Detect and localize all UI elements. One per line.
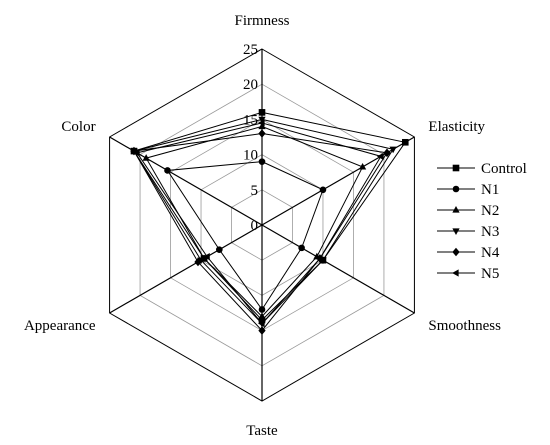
legend-label-n4: N4 bbox=[481, 245, 500, 261]
axis-label-smoothness: Smoothness bbox=[428, 318, 501, 334]
point-control-elasticity bbox=[401, 138, 409, 146]
point-n2-color bbox=[142, 154, 150, 161]
point-n5-appearance bbox=[203, 253, 210, 261]
legend-item-n5: N5 bbox=[437, 266, 499, 282]
legend-marker-n5 bbox=[452, 269, 459, 277]
radar-grid bbox=[109, 48, 415, 402]
legend-marker-n1 bbox=[452, 185, 460, 193]
point-n2-elasticity bbox=[358, 162, 367, 170]
legend-item-n1: N1 bbox=[437, 182, 499, 198]
legend-marker-n3 bbox=[452, 228, 460, 235]
axis-label-elasticity: Elasticity bbox=[428, 119, 485, 135]
legend-item-n2: N2 bbox=[437, 203, 499, 219]
point-n1-appearance bbox=[216, 246, 223, 253]
point-control-taste bbox=[258, 316, 266, 324]
point-n1-firmness bbox=[258, 158, 266, 165]
point-n3-firmness bbox=[258, 116, 266, 124]
axis-label-color: Color bbox=[61, 119, 95, 135]
tick-label-25: 25 bbox=[243, 42, 258, 58]
point-n1-smoothness bbox=[298, 244, 305, 252]
legend-label-n1: N1 bbox=[481, 182, 499, 198]
axis-label-appearance: Appearance bbox=[24, 318, 96, 334]
point-n5-taste bbox=[258, 319, 265, 328]
tick-label-5: 5 bbox=[251, 183, 259, 199]
point-n1-color bbox=[164, 167, 171, 174]
point-n5-firmness bbox=[258, 119, 265, 127]
legend-label-control: Control bbox=[481, 161, 527, 177]
point-n3-elasticity bbox=[389, 146, 397, 154]
legend-label-n3: N3 bbox=[481, 224, 499, 240]
point-n4-elasticity bbox=[383, 148, 391, 158]
point-n1-elasticity bbox=[319, 186, 327, 194]
tick-label-0: 0 bbox=[251, 218, 259, 234]
legend-item-n4: N4 bbox=[437, 245, 500, 261]
axis-spoke-appearance bbox=[109, 224, 263, 314]
axis-spoke-smoothness bbox=[261, 224, 415, 314]
point-control-firmness bbox=[258, 109, 266, 116]
legend-label-n5: N5 bbox=[481, 266, 499, 282]
point-n2-firmness bbox=[258, 122, 266, 130]
axis-label-firmness: Firmness bbox=[234, 13, 289, 29]
axis-label-taste: Taste bbox=[246, 423, 278, 439]
legend-item-n3: N3 bbox=[437, 224, 499, 240]
point-n5-color bbox=[133, 149, 140, 157]
tick-label-20: 20 bbox=[243, 77, 258, 93]
point-n5-smoothness bbox=[315, 254, 323, 263]
legend-label-n2: N2 bbox=[481, 203, 499, 219]
series-n1 bbox=[164, 158, 327, 313]
point-n2-taste bbox=[258, 312, 266, 320]
legend-marker-n2 bbox=[452, 206, 460, 213]
point-n4-appearance bbox=[194, 257, 202, 267]
point-n1-taste bbox=[258, 306, 266, 313]
legend-item-control: Control bbox=[437, 161, 527, 177]
point-n5-elasticity bbox=[376, 152, 384, 160]
legend-marker-control bbox=[452, 164, 460, 172]
tick-label-10: 10 bbox=[243, 148, 258, 164]
legend-marker-n4 bbox=[452, 247, 460, 257]
point-n4-taste bbox=[258, 326, 266, 335]
data-series bbox=[130, 109, 409, 335]
series-n5 bbox=[133, 119, 384, 328]
point-n4-firmness bbox=[258, 129, 266, 138]
series-line-n3 bbox=[133, 118, 394, 325]
